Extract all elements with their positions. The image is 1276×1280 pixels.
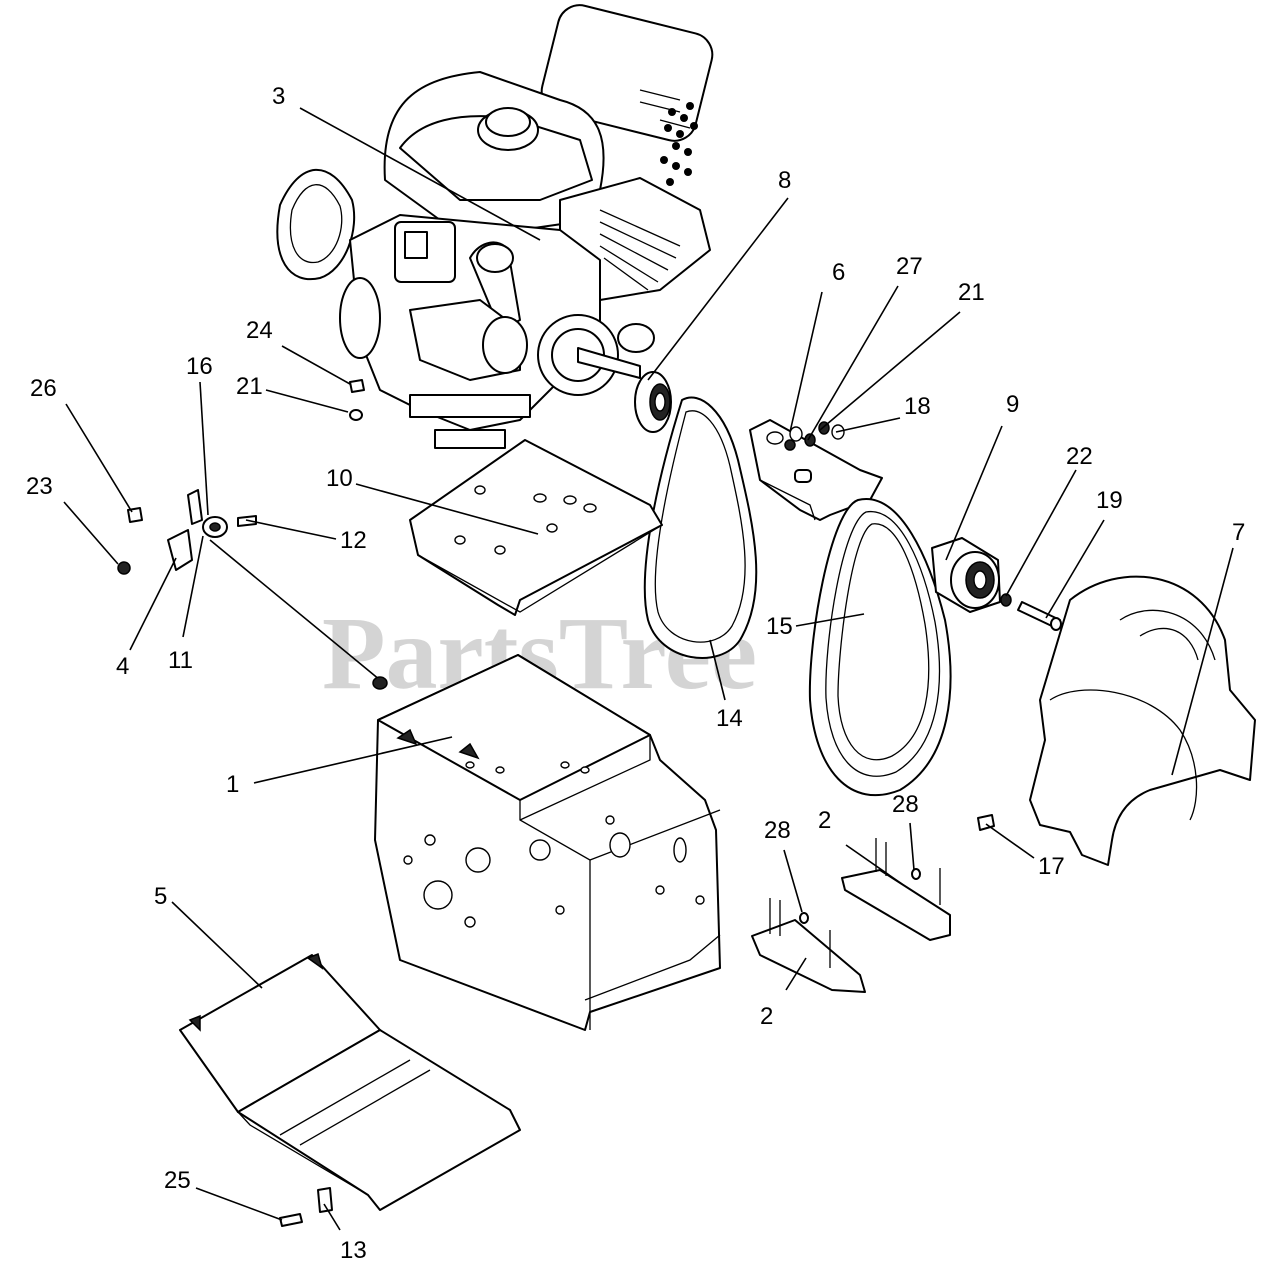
callout-6: 6 <box>832 259 845 286</box>
callout-15: 15 <box>766 613 793 640</box>
callout-28-left: 28 <box>764 817 791 844</box>
idler-bracket <box>749 419 883 521</box>
callout-25: 25 <box>164 1167 191 1194</box>
callout-21-left: 21 <box>236 373 263 400</box>
auger-belt-15 <box>808 498 952 796</box>
engine-mount-plate <box>409 439 663 616</box>
callout-10: 10 <box>326 465 353 492</box>
callout-1: 1 <box>226 771 239 798</box>
callout-13: 13 <box>340 1237 367 1264</box>
callout-17: 17 <box>1038 853 1065 880</box>
callout-labels: 3 8 6 27 21 18 9 22 19 7 24 21 16 26 23 … <box>26 83 1245 1264</box>
auger-pulley <box>931 537 1062 631</box>
callout-23: 23 <box>26 473 53 500</box>
callout-11: 11 <box>168 647 193 674</box>
drive-belt-14 <box>643 396 758 659</box>
callout-3: 3 <box>272 83 285 110</box>
callout-19: 19 <box>1096 487 1123 514</box>
callout-28-right: 28 <box>892 791 919 818</box>
engine <box>276 4 714 449</box>
callout-9: 9 <box>1006 391 1019 418</box>
belt-cover <box>1029 575 1256 866</box>
leader-lines <box>63 107 1234 1231</box>
callout-7: 7 <box>1232 519 1245 546</box>
callout-2-lower: 2 <box>760 1003 773 1030</box>
callout-26: 26 <box>30 375 57 402</box>
callout-14: 14 <box>716 705 743 732</box>
callout-5: 5 <box>154 883 167 910</box>
skid-plate-lower <box>751 898 866 993</box>
callout-8: 8 <box>778 167 791 194</box>
callout-18: 18 <box>904 393 931 420</box>
callout-16: 16 <box>186 353 213 380</box>
callout-24: 24 <box>246 317 273 344</box>
callout-27: 27 <box>896 253 923 280</box>
callout-22: 22 <box>1066 443 1093 470</box>
callout-2-upper: 2 <box>818 807 831 834</box>
callout-12: 12 <box>340 527 367 554</box>
callout-4: 4 <box>116 653 129 680</box>
bottom-cover <box>179 952 521 1211</box>
crankshaft-pulley <box>634 371 672 433</box>
callout-21-right: 21 <box>958 279 985 306</box>
chassis-frame <box>374 654 721 1031</box>
